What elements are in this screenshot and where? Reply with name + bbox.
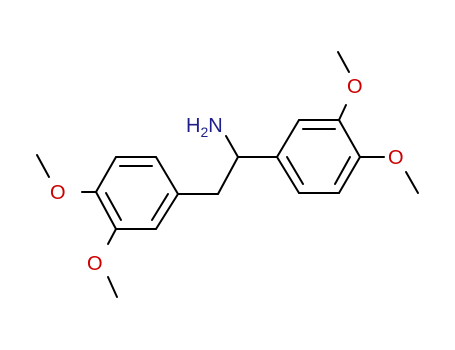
hydrogen-symbol: H (186, 115, 200, 137)
bond (405, 171, 419, 194)
left-para-methoxy-group: O (36, 154, 97, 204)
bond (95, 191, 117, 230)
oxygen-label: O (388, 147, 404, 169)
bond (155, 193, 179, 230)
double-bond-inner-line (105, 192, 122, 221)
left-meta-methoxy-group: O (87, 228, 118, 298)
oxygen-label: O (347, 76, 363, 98)
ethyl-bridge (177, 135, 278, 195)
bond (95, 156, 117, 193)
amine-group-label: H2N (186, 115, 223, 140)
double-bond-inner-line (334, 156, 351, 185)
nitrogen-symbol: N (208, 115, 222, 137)
right-meta-methoxy-group: O (337, 51, 363, 121)
double-bond-inner-line (151, 193, 169, 221)
bond (217, 156, 239, 195)
right-benzene-ring (276, 119, 361, 194)
double-bond-inner-line (286, 156, 304, 185)
oxygen-label: O (87, 253, 103, 275)
bond (107, 276, 118, 298)
bond (338, 104, 347, 121)
bond (337, 51, 350, 73)
amine-bond (225, 135, 239, 158)
bond (338, 156, 361, 194)
left-benzene-ring (95, 156, 179, 230)
bond (276, 119, 300, 158)
bond (107, 228, 117, 245)
bond (36, 154, 50, 178)
hydrogen-count-subscript: 2 (200, 124, 208, 140)
right-para-methoxy-group: O (359, 147, 419, 194)
bond (276, 156, 300, 194)
bond (155, 156, 179, 195)
bond (338, 119, 361, 158)
oxygen-label: O (50, 182, 66, 204)
